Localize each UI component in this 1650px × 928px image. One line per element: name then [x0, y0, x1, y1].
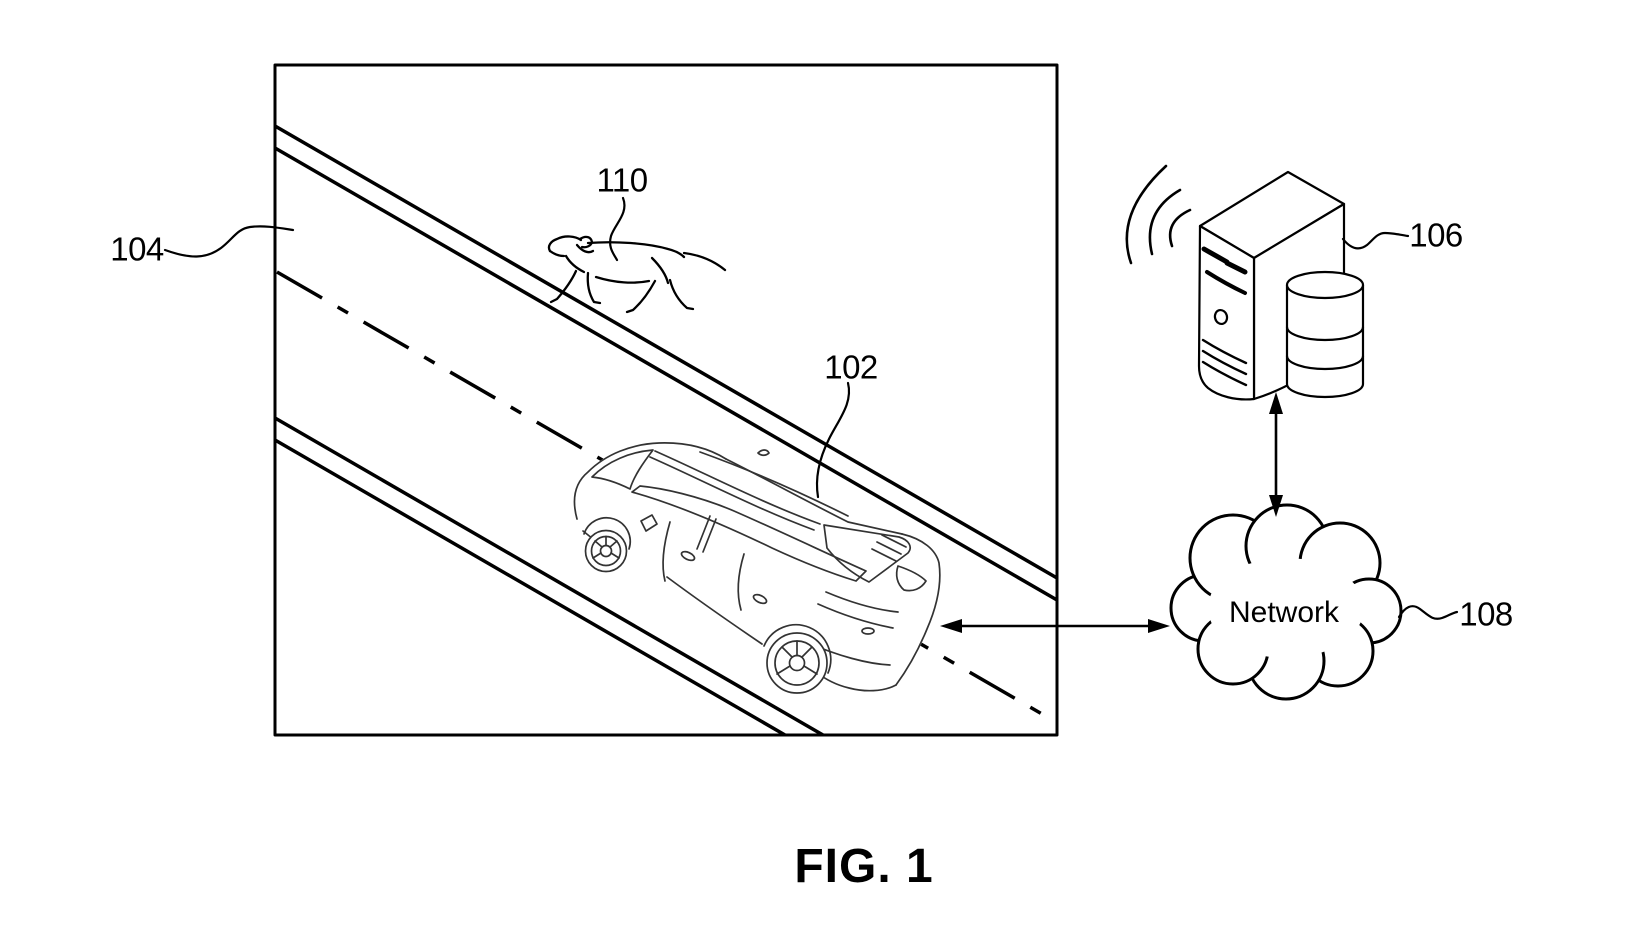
ref-label-106: 106	[1409, 216, 1463, 254]
road-bottom-edge-inner	[274, 438, 786, 737]
car-tailgate-line-1	[825, 591, 899, 613]
car-rear-wheel-arch	[763, 623, 832, 674]
ref-label-102: 102	[824, 348, 878, 386]
car-roof-crease	[699, 451, 849, 517]
road-bottom-edge-outer	[274, 416, 824, 737]
road-scene-box	[273, 63, 1059, 737]
road-top-edge-outer	[274, 124, 1058, 580]
car-front-wheel	[584, 529, 628, 573]
car-drawing	[573, 441, 941, 694]
car-roof-rail-outer	[654, 450, 821, 525]
car-rear-door-handle	[752, 593, 768, 605]
car-front-outline	[573, 442, 727, 520]
car-side-glass	[631, 485, 867, 582]
car-rear-glass	[823, 524, 911, 583]
dog-front-leg-trail	[586, 271, 602, 305]
road-top-edge-inner	[274, 146, 1058, 602]
car-roof-rail-inner	[649, 456, 815, 531]
dog-back	[586, 241, 686, 259]
database-top	[1285, 270, 1365, 300]
leader-106	[1341, 231, 1410, 250]
dog-hind-thigh	[650, 256, 670, 285]
car-front-door-handle	[680, 550, 696, 562]
server-drive-slot-1	[1201, 246, 1248, 275]
leader-110	[609, 196, 626, 262]
car-body-fill	[574, 441, 941, 692]
server-power-button	[1213, 308, 1229, 326]
leader-108	[1397, 605, 1459, 620]
dog-head	[547, 235, 583, 253]
wireless-arc-outer	[1125, 164, 1168, 265]
car-rear-outline	[895, 533, 941, 686]
car-side-mirror	[640, 514, 658, 532]
database-divider-1	[1285, 325, 1365, 342]
car-b-pillar	[696, 515, 717, 553]
car-rear-bumper-bottom	[815, 671, 897, 692]
dog-hind-leg-lead	[625, 279, 657, 314]
network-cloud	[1169, 503, 1403, 701]
server-vents	[1201, 338, 1248, 387]
cloud-center-mask	[1208, 558, 1364, 658]
car-windshield	[591, 449, 654, 490]
connection-arrows	[940, 392, 1283, 633]
database-divider-2	[1285, 354, 1365, 371]
network-cloud-label: Network	[1228, 596, 1340, 629]
dog-front-leg-lead	[549, 269, 578, 304]
server-icon	[1125, 164, 1365, 401]
car-roofline	[725, 458, 903, 535]
wireless-signal-icon	[1125, 164, 1192, 265]
dog-drawing	[547, 235, 727, 314]
car-taillight	[895, 565, 927, 592]
car-rocker-line	[666, 576, 763, 645]
car-front-door-seam	[662, 521, 671, 582]
road-drawing	[274, 124, 1058, 737]
dog-belly	[594, 275, 651, 284]
leader-102	[815, 381, 851, 499]
wireless-arc-middle	[1148, 188, 1182, 256]
ref-label-104: 104	[110, 230, 164, 268]
car-tailgate-line-2	[817, 603, 894, 629]
dog-jaw	[548, 249, 566, 258]
arrowhead-up	[1269, 392, 1283, 414]
car-rear-wheel	[766, 632, 828, 694]
ref-label-110: 110	[596, 161, 648, 199]
arrowhead-right	[1148, 619, 1170, 633]
leader-104	[163, 225, 295, 258]
car-spoiler-slats	[871, 534, 907, 562]
ref-label-108: 108	[1459, 595, 1513, 633]
dog-collar	[575, 243, 595, 254]
dog-hind-leg-trail	[668, 278, 695, 311]
car-emblem	[861, 627, 875, 635]
arrowhead-down	[1269, 495, 1283, 517]
figure-caption: FIG. 1	[794, 840, 934, 893]
dog-chest	[564, 254, 586, 274]
car-network-arrow	[940, 619, 1170, 633]
arrowhead-left	[940, 619, 962, 633]
server-network-arrow	[1269, 392, 1283, 517]
database-icon	[1285, 270, 1365, 399]
car-front-wheel-arch	[583, 516, 632, 550]
leader-lines	[163, 196, 1459, 620]
car-roof-antenna	[757, 449, 770, 457]
wireless-arc-inner	[1168, 208, 1192, 248]
server-drive-slot-2	[1205, 270, 1247, 295]
car-rear-door-seam	[737, 553, 745, 611]
dog-tail	[682, 251, 727, 272]
